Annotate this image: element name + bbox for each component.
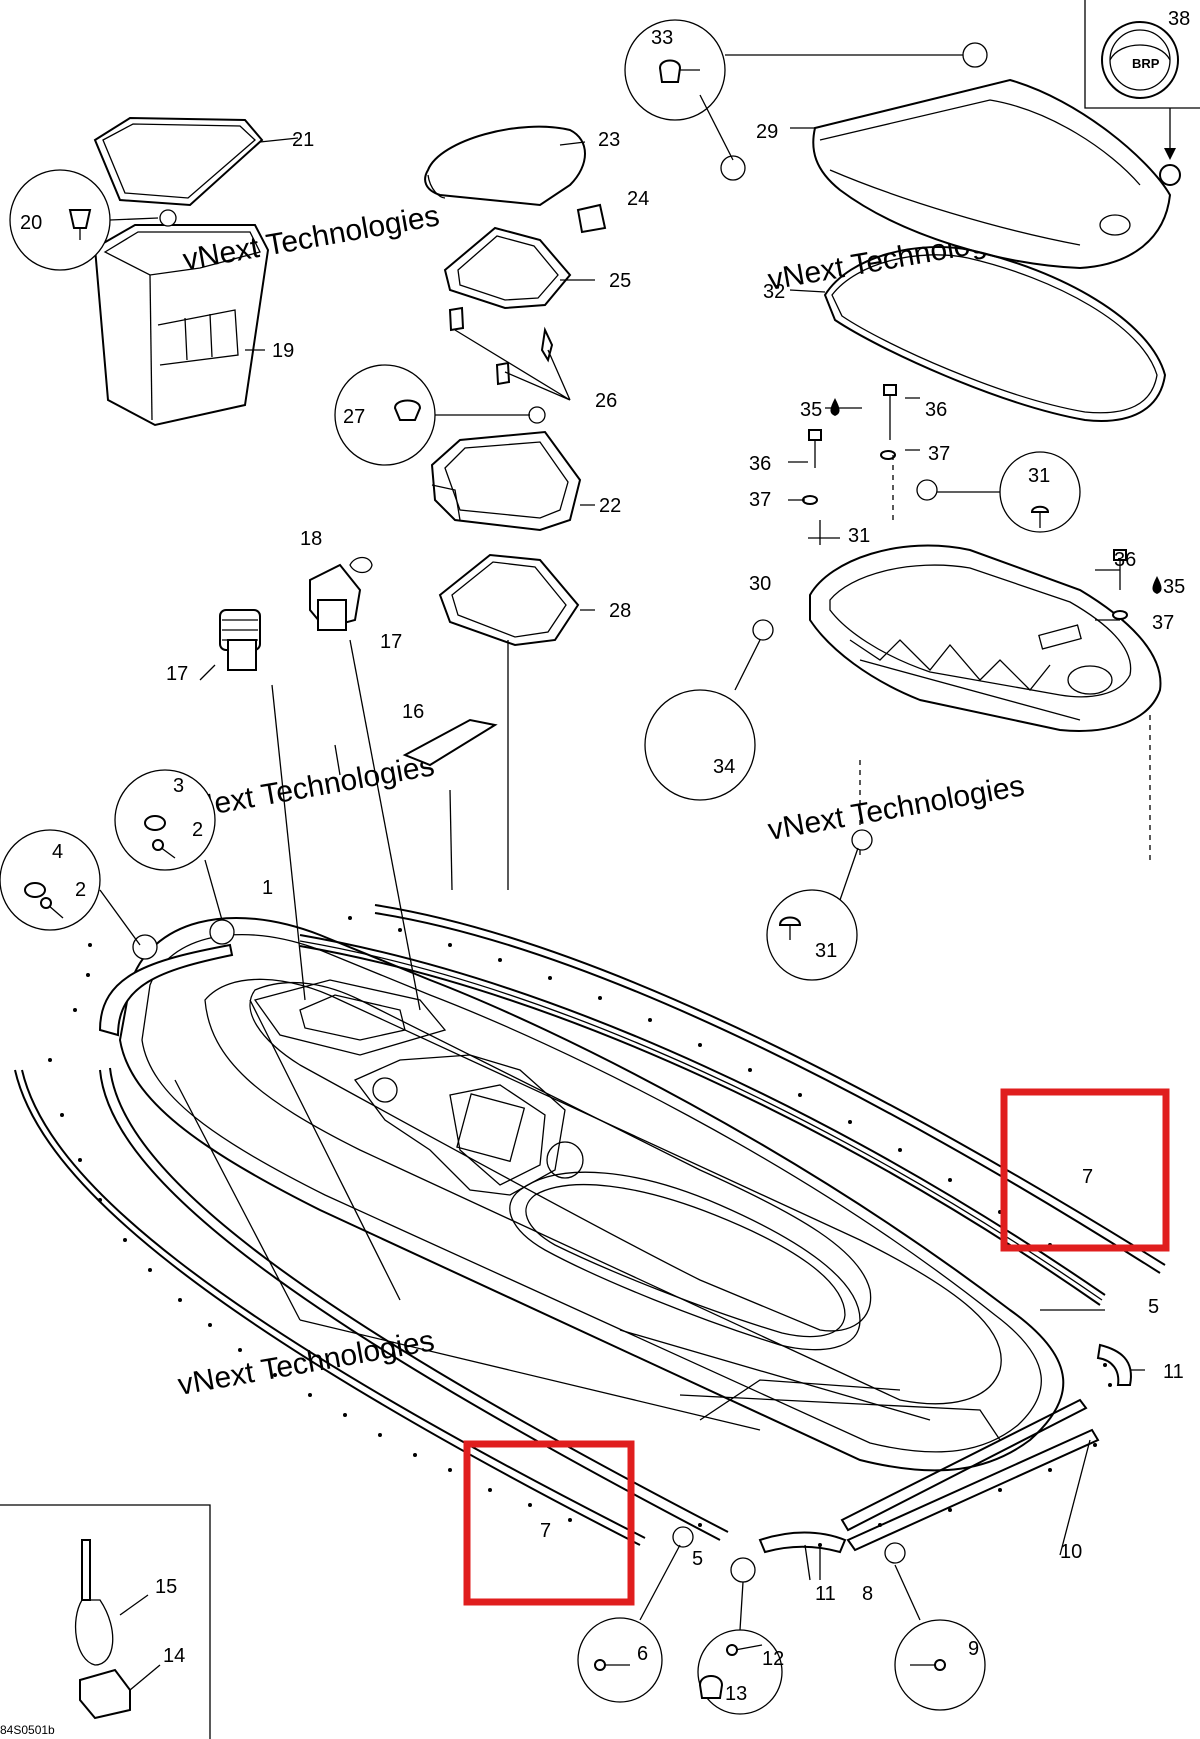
callout-5[interactable]: 5 [1148, 1296, 1159, 1318]
callout-14[interactable]: 14 [163, 1645, 185, 1667]
tray-22 [430, 430, 582, 532]
callout-6[interactable]: 6 [637, 1643, 648, 1665]
callout-2[interactable]: 2 [75, 879, 86, 901]
fastener-dots [48, 916, 1112, 1547]
callout-26[interactable]: 26 [595, 390, 617, 412]
callout-10[interactable]: 10 [1060, 1541, 1082, 1563]
callout-5[interactable]: 5 [692, 1548, 703, 1570]
watermark-text: vNext Technologies [180, 199, 441, 277]
callout-24[interactable]: 24 [627, 188, 649, 210]
callout-25[interactable]: 25 [609, 270, 631, 292]
callout-12[interactable]: 12 [762, 1648, 784, 1670]
callout-30[interactable]: 30 [749, 573, 771, 595]
watermark-group: vNext Technologies vNext Technologies vN… [175, 199, 1026, 1402]
gasket-32 [823, 246, 1167, 422]
callout-17[interactable]: 17 [380, 631, 402, 653]
callout-11[interactable]: 11 [1163, 1361, 1184, 1383]
callout-2[interactable]: 2 [192, 819, 203, 841]
callout-31[interactable]: 31 [815, 940, 837, 962]
lid-23 [424, 125, 586, 207]
callout-36[interactable]: 36 [749, 453, 771, 475]
callout-19[interactable]: 19 [272, 340, 294, 362]
callout-37[interactable]: 37 [1152, 612, 1174, 634]
callout-34[interactable]: 34 [713, 756, 735, 778]
watermark-text: vNext Technologies [765, 769, 1026, 847]
storage-bin-19 [93, 224, 270, 427]
callout-4[interactable]: 4 [52, 841, 63, 863]
callout-15[interactable]: 15 [155, 1576, 177, 1598]
inset-tie-connector [0, 1504, 211, 1739]
brp-logo-text: BRP [1132, 56, 1160, 71]
callout-36[interactable]: 36 [925, 399, 947, 421]
callout-28[interactable]: 28 [609, 600, 631, 622]
frame-30 [809, 544, 1162, 732]
hardware-bits [802, 384, 1151, 860]
leader-lines [99, 54, 1145, 1631]
callout-37[interactable]: 37 [749, 489, 771, 511]
callout-1[interactable]: 1 [262, 877, 273, 899]
callout-32[interactable]: 32 [763, 281, 785, 303]
callout-9[interactable]: 9 [968, 1638, 979, 1660]
gasket-25 [443, 226, 572, 310]
callout-38[interactable]: 38 [1168, 8, 1190, 30]
callout-23[interactable]: 23 [598, 129, 620, 151]
drain-plug-17b [309, 563, 362, 631]
deck-assembly [118, 916, 1065, 1472]
callout-31[interactable]: 31 [1028, 465, 1050, 487]
callout-31[interactable]: 31 [848, 525, 870, 547]
callout-7[interactable]: 7 [540, 1520, 551, 1542]
clip-18 [349, 556, 373, 574]
callout-13[interactable]: 13 [725, 1683, 747, 1705]
detail-bubbles [0, 19, 1081, 1715]
callout-16[interactable]: 16 [402, 701, 424, 723]
drop-icon [830, 398, 840, 416]
callout-22[interactable]: 22 [599, 495, 621, 517]
callout-21[interactable]: 21 [292, 129, 314, 151]
clip-26a [448, 306, 465, 332]
callout-7[interactable]: 7 [1082, 1166, 1093, 1188]
gasket-28 [438, 553, 580, 647]
callout-33[interactable]: 33 [651, 27, 673, 49]
callout-labels: 1 2 2 3 4 5 5 6 7 7 8 9 10 11 11 12 13 1… [20, 8, 1190, 1705]
plate-16 [402, 718, 498, 767]
callout-35[interactable]: 35 [800, 399, 822, 421]
clip-26b [495, 361, 511, 386]
logo-inset-38: BRP [1084, 0, 1200, 186]
gasket-21 [93, 116, 264, 207]
hood-29 [812, 78, 1172, 270]
watermark-text: vNext Technologies [175, 1324, 436, 1402]
callout-18[interactable]: 18 [300, 528, 322, 550]
callout-27[interactable]: 27 [343, 406, 365, 428]
callout-20[interactable]: 20 [20, 212, 42, 234]
callout-11[interactable]: 11 [815, 1583, 836, 1605]
callout-3[interactable]: 3 [173, 775, 184, 797]
trim-strips [14, 904, 1166, 1554]
callout-8[interactable]: 8 [862, 1583, 873, 1605]
drain-plug-17a [219, 609, 261, 671]
latch-24 [576, 203, 607, 234]
callout-37[interactable]: 37 [928, 443, 950, 465]
highlight-box-lower-7[interactable] [463, 1440, 635, 1606]
callout-17[interactable]: 17 [166, 663, 188, 685]
callout-36[interactable]: 36 [1114, 549, 1136, 571]
highlight-box-upper-7[interactable] [1000, 1088, 1170, 1252]
drop-icon [1152, 576, 1162, 594]
callout-29[interactable]: 29 [756, 121, 778, 143]
callout-35[interactable]: 35 [1163, 576, 1185, 598]
figure-code: 84S0501b [0, 1723, 55, 1737]
